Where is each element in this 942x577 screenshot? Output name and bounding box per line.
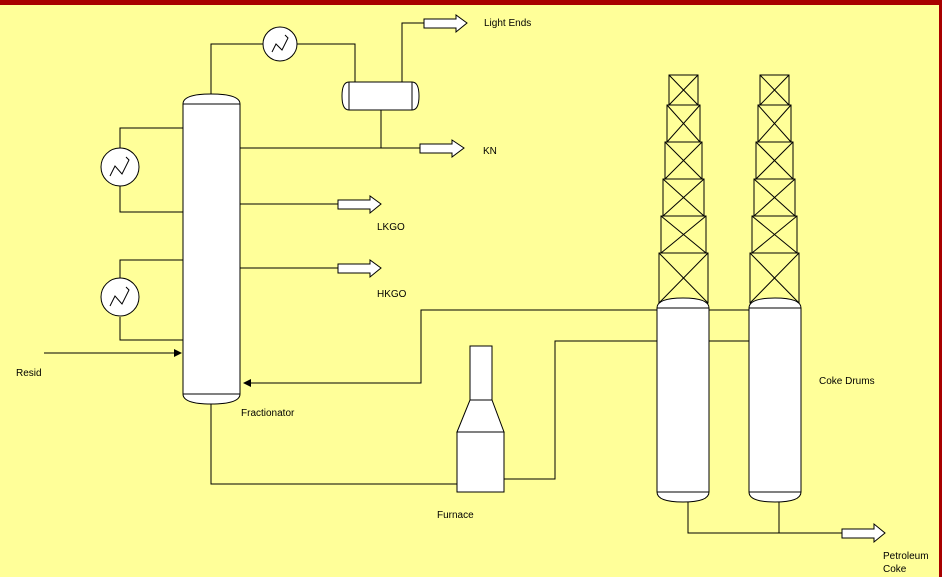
kn-label: KN bbox=[483, 146, 497, 157]
overhead-condenser-icon bbox=[262, 26, 298, 62]
kn-arrow-icon bbox=[419, 139, 465, 158]
fractionator-column bbox=[182, 93, 241, 405]
hkgo-line bbox=[240, 259, 382, 279]
petroleum-coke-label-line1: Petroleum bbox=[883, 551, 929, 562]
light-ends-line bbox=[401, 14, 468, 82]
right-border bbox=[939, 0, 942, 577]
reflux-drum bbox=[341, 81, 420, 111]
light-ends-arrow-icon bbox=[423, 14, 468, 34]
resid-label: Resid bbox=[16, 368, 42, 379]
hkgo-label: HKGO bbox=[377, 289, 407, 300]
coke-drums-label: Coke Drums bbox=[819, 376, 875, 387]
lkgo-line bbox=[240, 195, 382, 215]
furnace-outlet-line bbox=[504, 340, 749, 480]
lkgo-label: LKGO bbox=[377, 222, 405, 233]
upper-pumparound-exchanger-icon bbox=[100, 147, 140, 187]
furnace-label: Furnace bbox=[437, 510, 474, 521]
upper-pumparound bbox=[100, 127, 183, 213]
petroleum-coke-line bbox=[687, 502, 886, 544]
lower-pumparound bbox=[100, 259, 183, 341]
lower-pumparound-exchanger-icon bbox=[100, 277, 140, 317]
hkgo-arrow-icon bbox=[337, 259, 382, 279]
bottoms-to-furnace-line bbox=[210, 404, 457, 485]
derrick-1 bbox=[658, 74, 709, 304]
petroleum-coke-arrow-icon bbox=[841, 522, 886, 544]
top-border bbox=[0, 0, 942, 5]
coke-drum-2 bbox=[748, 297, 802, 503]
light-ends-label: Light Ends bbox=[484, 18, 531, 29]
petroleum-coke-label-line2: Coke bbox=[883, 564, 907, 575]
coke-drum-1 bbox=[656, 297, 710, 503]
overhead-line bbox=[210, 43, 356, 94]
fractionator-label: Fractionator bbox=[241, 408, 295, 419]
derrick-2 bbox=[749, 74, 800, 304]
lkgo-arrow-icon bbox=[337, 195, 382, 215]
kn-line bbox=[240, 110, 465, 158]
furnace bbox=[456, 345, 505, 493]
drum-vapor-return-line bbox=[243, 309, 657, 387]
